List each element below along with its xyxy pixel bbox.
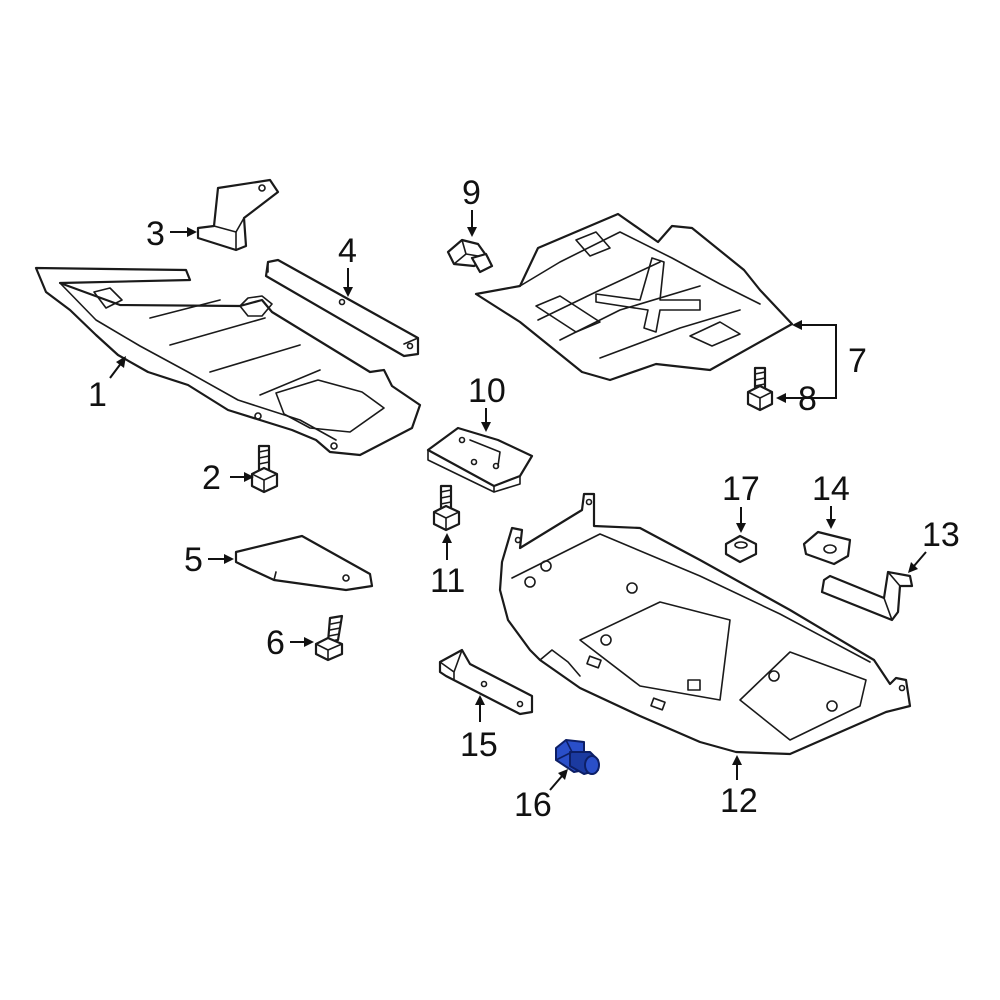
part-1-splash-shield[interactable]	[34, 266, 422, 457]
callout-11: 11	[430, 562, 465, 600]
part-4-strap[interactable]	[264, 258, 420, 358]
callout-15: 15	[460, 726, 498, 764]
callout-12: 12	[720, 782, 758, 820]
part-14-clip[interactable]	[802, 530, 852, 566]
part-2-bolt[interactable]	[250, 444, 279, 494]
callout-16: 16	[514, 786, 552, 824]
part-15-bracket[interactable]	[438, 648, 534, 716]
callout-6: 6	[266, 624, 285, 662]
callout-8: 8	[798, 380, 817, 418]
part-16-sensor-highlighted[interactable]	[555, 739, 600, 775]
callout-5: 5	[184, 541, 203, 579]
leader-lines	[109, 210, 927, 791]
callout-9: 9	[462, 174, 481, 212]
callout-2: 2	[202, 459, 221, 497]
part-8-bolt[interactable]	[746, 366, 774, 412]
part-17-nut[interactable]	[724, 534, 758, 564]
callout-3: 3	[146, 215, 165, 253]
callout-10: 10	[468, 372, 506, 410]
part-5-plate[interactable]	[234, 534, 374, 592]
part-6-bolt[interactable]	[314, 614, 344, 662]
callout-labels: 1 2 3 4 5 6 7 8 9 10 11 12 13 14 15 16 1…	[88, 174, 960, 824]
part-3-bracket[interactable]	[196, 178, 280, 252]
part-12-skid-plate[interactable]	[498, 492, 912, 756]
callout-14: 14	[812, 470, 850, 508]
part-10-plate[interactable]	[426, 426, 534, 493]
part-7-underbody-panel[interactable]	[474, 212, 794, 382]
part-11-bolt[interactable]	[432, 484, 461, 532]
callout-4: 4	[338, 232, 357, 270]
callout-13: 13	[922, 516, 960, 554]
callout-7: 7	[848, 342, 867, 380]
part-13-hook-bracket[interactable]	[820, 570, 914, 622]
part-9-sensor[interactable]	[446, 238, 494, 274]
callout-1: 1	[88, 376, 107, 414]
callout-17: 17	[722, 470, 760, 508]
